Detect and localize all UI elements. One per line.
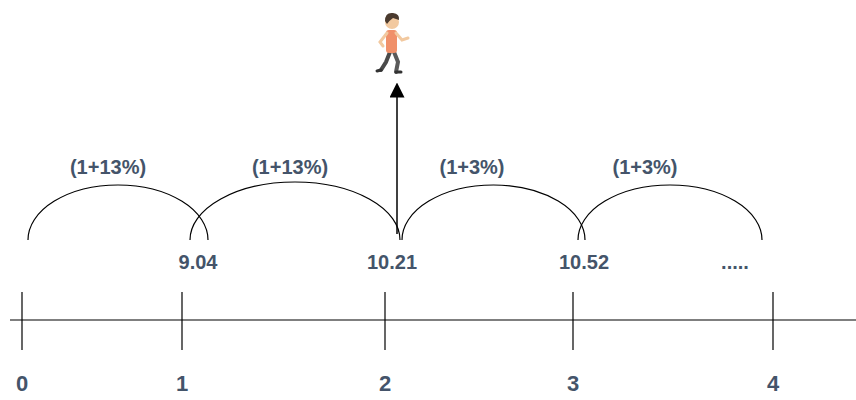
growth-arcs [28, 182, 762, 240]
walking-person [377, 13, 408, 72]
time-tick-label: 1 [176, 373, 188, 395]
axis-ticks [22, 292, 773, 350]
time-tick-label: 3 [567, 373, 579, 395]
time-tick-label: 0 [16, 373, 28, 395]
value-label: 10.52 [559, 252, 609, 272]
time-axis [10, 319, 856, 320]
growth-rate: (1+13%) [70, 157, 146, 177]
growth-rate: (1+3%) [439, 157, 504, 177]
time-tick-label: 4 [767, 373, 779, 395]
exit-arrow [396, 90, 398, 234]
growth-rate: (1+3%) [612, 157, 677, 177]
growth-rate: (1+13%) [252, 157, 328, 177]
value-label: 9.04 [179, 252, 218, 272]
time-tick-label: 2 [379, 373, 391, 395]
value-label: 10.21 [367, 252, 417, 272]
value-label: ..... [721, 252, 749, 272]
